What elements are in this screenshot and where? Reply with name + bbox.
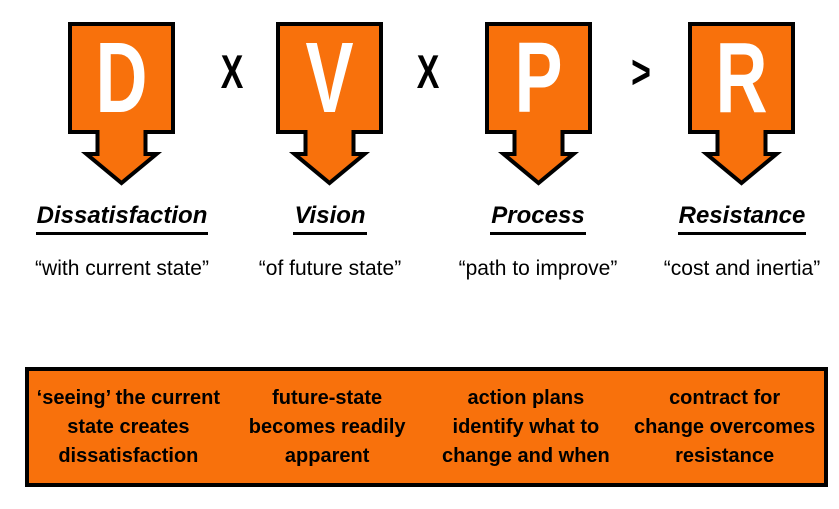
explanation-note-process: action plans identify what to change and… bbox=[441, 386, 610, 467]
explanation-note-vision: future-state becomes readily apparent bbox=[248, 386, 406, 467]
term-unit-resistance: R bbox=[688, 22, 795, 187]
term-label-vision: Vision bbox=[224, 202, 436, 235]
term-letter-d: D bbox=[95, 21, 148, 134]
letter-box-arrow bbox=[688, 22, 795, 186]
multiply-operator-2: X bbox=[416, 45, 440, 98]
term-label-process: Process bbox=[432, 202, 644, 235]
letter-box-arrow bbox=[68, 22, 175, 186]
term-unit-vision: V bbox=[276, 22, 383, 187]
box-arrow-shape-p bbox=[485, 22, 592, 186]
letter-box-arrow bbox=[485, 22, 592, 186]
term-quote-dissatisfaction: “with current state” bbox=[35, 257, 209, 280]
letter-box-arrow bbox=[276, 22, 383, 186]
term-quote-process: “path to improve” bbox=[458, 257, 618, 280]
term-label-resistance: Resistance bbox=[636, 202, 839, 235]
term-letter-v: V bbox=[305, 21, 354, 134]
explanation-note-resistance: contract for change overcomes resistance bbox=[634, 386, 816, 467]
term-label-text: Dissatisfaction bbox=[35, 202, 209, 235]
explanation-panel: ‘seeing’ the current state creates dissa… bbox=[25, 367, 828, 487]
box-arrow-shape-v bbox=[276, 22, 383, 186]
term-label-dissatisfaction: Dissatisfaction bbox=[16, 202, 228, 235]
term-letter-r: R bbox=[715, 21, 768, 134]
box-arrow-shape-d bbox=[68, 22, 175, 186]
multiply-operator-1: X bbox=[220, 45, 244, 98]
term-label-text: Process bbox=[490, 202, 586, 235]
term-quote-resistance: “cost and inertia” bbox=[663, 257, 821, 280]
term-label-text: Vision bbox=[293, 202, 367, 235]
term-quote-vision: “of future state” bbox=[258, 257, 402, 280]
term-letter-p: P bbox=[514, 21, 563, 134]
box-arrow-shape-r bbox=[688, 22, 795, 186]
term-unit-process: P bbox=[485, 22, 592, 187]
explanation-note-dissatisfaction: ‘seeing’ the current state creates dissa… bbox=[36, 386, 221, 467]
greater-than-operator: > bbox=[631, 45, 651, 98]
term-unit-dissatisfaction: D bbox=[68, 22, 175, 187]
term-label-text: Resistance bbox=[677, 202, 807, 235]
